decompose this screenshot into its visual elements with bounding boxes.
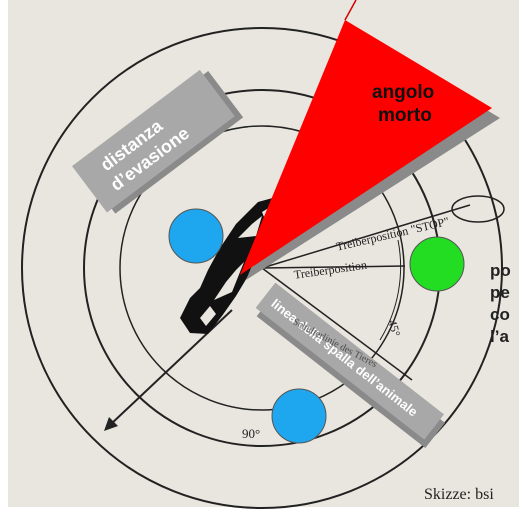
- handler-circle-blue-bottom: [271, 388, 327, 444]
- handler-position-label: Treiberposition: [293, 258, 368, 282]
- stop-position-line: [261, 204, 471, 269]
- shoulder-line: [261, 267, 413, 381]
- arrow-head-icon: [104, 417, 118, 431]
- handler-position-label-group: Treiberposition: [293, 258, 368, 282]
- handler-circle-blue-top: [168, 208, 224, 264]
- side-text-line1: po: [490, 261, 511, 280]
- blind-spot-wedge: [240, 20, 492, 275]
- outer-flight-zone-circle: [21, 27, 503, 509]
- flight-distance-box-group: distanza d’evasione: [72, 69, 244, 214]
- angle-90-label: 90°: [242, 426, 260, 441]
- handler-position-line: [261, 265, 406, 269]
- credit-label: Skizze: bsi: [424, 486, 494, 503]
- angle-45-label: 45°: [385, 318, 403, 338]
- flight-distance-box: [72, 69, 235, 213]
- blind-spot-label-line2: morto: [378, 105, 432, 126]
- blind-spot-label-line1: angolo: [372, 82, 434, 103]
- shoulder-line-box: [255, 282, 444, 440]
- angle-45-arc: [379, 239, 402, 341]
- blind-spot-apex-line: [344, 0, 357, 21]
- angle-45-group: 45°: [385, 318, 403, 338]
- handler-circle-green: [409, 236, 465, 292]
- side-text-line4: l’a: [490, 327, 509, 346]
- flight-distance-arrow: [109, 309, 233, 426]
- side-text-line3: co: [490, 305, 510, 324]
- stop-marker-ellipse: [451, 195, 505, 223]
- innermost-zone-circle: [119, 125, 405, 411]
- side-text-line2: pe: [490, 283, 510, 302]
